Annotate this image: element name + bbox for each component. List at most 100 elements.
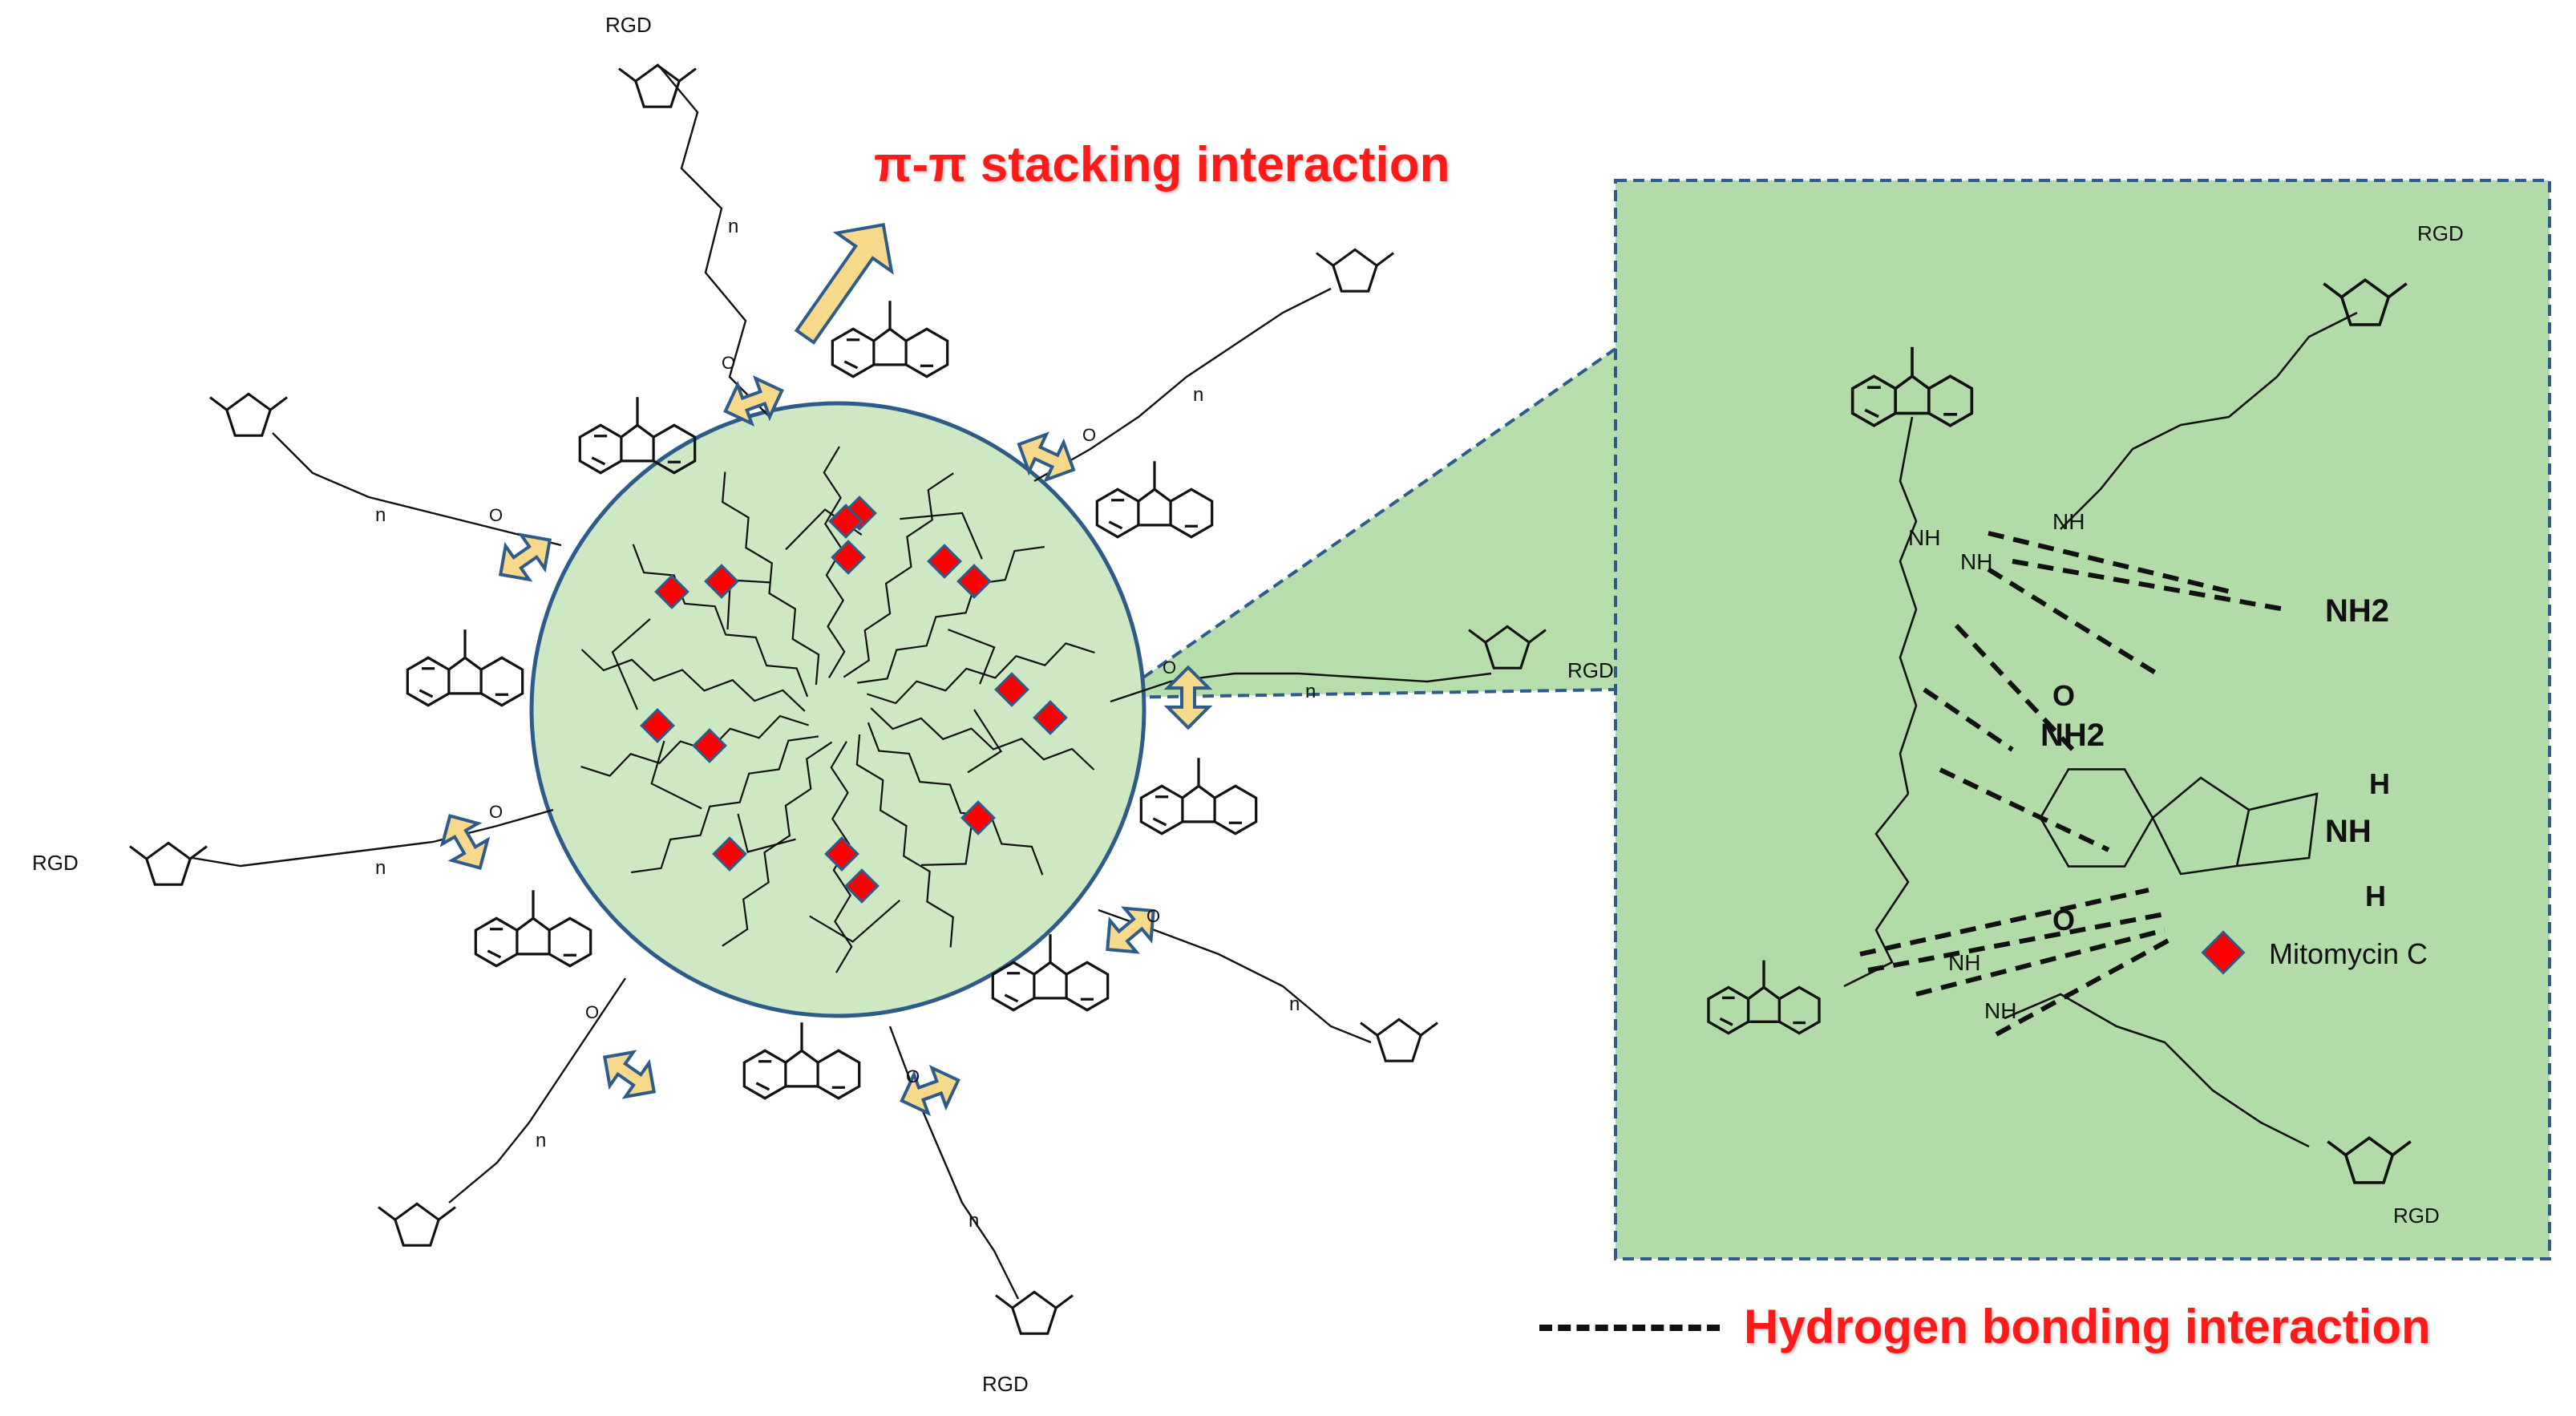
hbond-legend-title: Hydrogen bonding interaction: [1744, 1300, 2431, 1353]
maleimide-ring: [209, 392, 288, 437]
zoom-wedge-edge-bottom: [1114, 688, 1616, 699]
oxygen-label: O: [906, 1066, 920, 1086]
fluorene-icon: [831, 301, 949, 378]
core-chain: [722, 471, 820, 686]
core-chain: [843, 472, 954, 678]
peg-chain: [192, 808, 554, 868]
oxygen-label: O: [2052, 679, 2075, 712]
double-arrow-icon: [1163, 665, 1213, 730]
core-chain: [870, 707, 1095, 771]
fluorene-icon: [406, 629, 524, 707]
drug-marker: [1033, 700, 1068, 735]
core-branch: [611, 618, 651, 710]
drug-marker: [844, 868, 880, 904]
double-arrow-icon: [723, 375, 784, 427]
pi-stacking-title: π-π stacking interaction: [874, 137, 1450, 192]
repeat-n-label: n: [536, 1130, 546, 1151]
oxygen-label: O: [585, 1002, 599, 1022]
succinimide-ring: [1468, 625, 1547, 670]
repeat-n-label: n: [969, 1210, 979, 1232]
zoom-structure: [1707, 277, 2412, 1184]
double-arrow-icon: [439, 814, 491, 870]
panel-chain: [1899, 416, 1918, 795]
nh-label: NH: [1960, 549, 1992, 574]
oxygen-label: O: [489, 802, 503, 822]
drug-marker: [956, 564, 992, 599]
arrow-icon: [794, 223, 894, 345]
core-chain: [823, 446, 846, 678]
double-arrow-icon: [602, 1050, 657, 1099]
nh-label: NH: [1908, 525, 1940, 550]
h-label: H: [2369, 767, 2390, 800]
double-arrow-icon: [1106, 906, 1155, 954]
repeat-n-label: n: [375, 857, 386, 879]
core-chain: [632, 544, 809, 698]
nh-label: NH: [1984, 998, 2016, 1023]
panel-peg: [2004, 993, 2310, 1148]
nh2-label: NH2: [2040, 718, 2105, 753]
core-chain: [867, 722, 1044, 876]
hbond-dash: [1923, 687, 2014, 752]
hbond-dash: [1987, 567, 2158, 676]
rgd-label: RGD: [2393, 1204, 2440, 1228]
panel-peg: [2060, 311, 2358, 530]
core-branch: [737, 813, 796, 853]
fluorene-icon: [578, 397, 697, 475]
zoom-atom-labels: RGDRGDOONH2NHHHNH2NH2NHNHNHNHNH: [1908, 221, 2464, 1228]
peg-chain: [448, 977, 626, 1204]
panel-chain: [1843, 793, 1910, 988]
oxygen-label: O: [1082, 425, 1096, 445]
fluorene-icon: [1850, 346, 1974, 427]
double-arrow-icon: [498, 532, 552, 582]
drug-marker: [831, 540, 866, 575]
fluorene-icon: [991, 934, 1110, 1012]
maleimide-ring: [378, 1202, 456, 1247]
rgd-label: RGD: [982, 1372, 1029, 1396]
hbond-dash: [1988, 531, 2238, 596]
repeat-n-label: n: [1305, 681, 1316, 702]
core-chain: [855, 734, 954, 948]
peg-chain: [272, 432, 562, 547]
oxygen-label: O: [2052, 904, 2075, 937]
rgd-label: RGD: [2417, 221, 2464, 245]
succinimide-ring: [2327, 1135, 2412, 1184]
drug-marker: [692, 728, 727, 763]
maleimide-ring: [1360, 1017, 1438, 1062]
drug-marker: [704, 564, 739, 599]
peg-arms: [192, 63, 1492, 1300]
aziridine-ring: [2236, 792, 2319, 868]
maleimide-rings: [129, 63, 1547, 1335]
oxygen-label: O: [722, 353, 735, 373]
fluorene-groups: [406, 301, 1258, 1100]
drug-marker: [654, 574, 689, 609]
rgd-label: RGD: [32, 851, 79, 875]
repeat-n-label: n: [375, 504, 386, 526]
core-chain: [866, 642, 1095, 705]
hbond-legend-line: [1539, 1325, 1720, 1331]
core-branch: [948, 629, 996, 685]
core-branch: [809, 899, 901, 943]
nh-label: NH: [2325, 814, 2372, 849]
peg-chain: [657, 63, 770, 418]
fluorene-icon: [1707, 960, 1821, 1035]
double-arrow-icon: [900, 1065, 960, 1116]
nh-label: NH: [2052, 509, 2085, 534]
oxygen-label: O: [489, 505, 503, 525]
oxygen-label: O: [1146, 906, 1160, 926]
fluorene-icon: [742, 1022, 861, 1100]
succinimide-ring: [2323, 277, 2408, 326]
drug-markers: [640, 496, 1068, 904]
drug-marker: [712, 836, 747, 872]
succinimide-ring: [618, 63, 697, 108]
fluorene-icon: [1139, 758, 1258, 835]
peg-chain: [1033, 287, 1332, 483]
hbond-dash: [2012, 559, 2286, 612]
drug-marker: [994, 672, 1029, 707]
drug-marker: [824, 836, 859, 872]
succinimide-ring: [129, 841, 208, 886]
legend-drug-marker: [2201, 930, 2246, 975]
core-branch: [967, 709, 1003, 774]
fluorene-icon: [474, 890, 592, 968]
